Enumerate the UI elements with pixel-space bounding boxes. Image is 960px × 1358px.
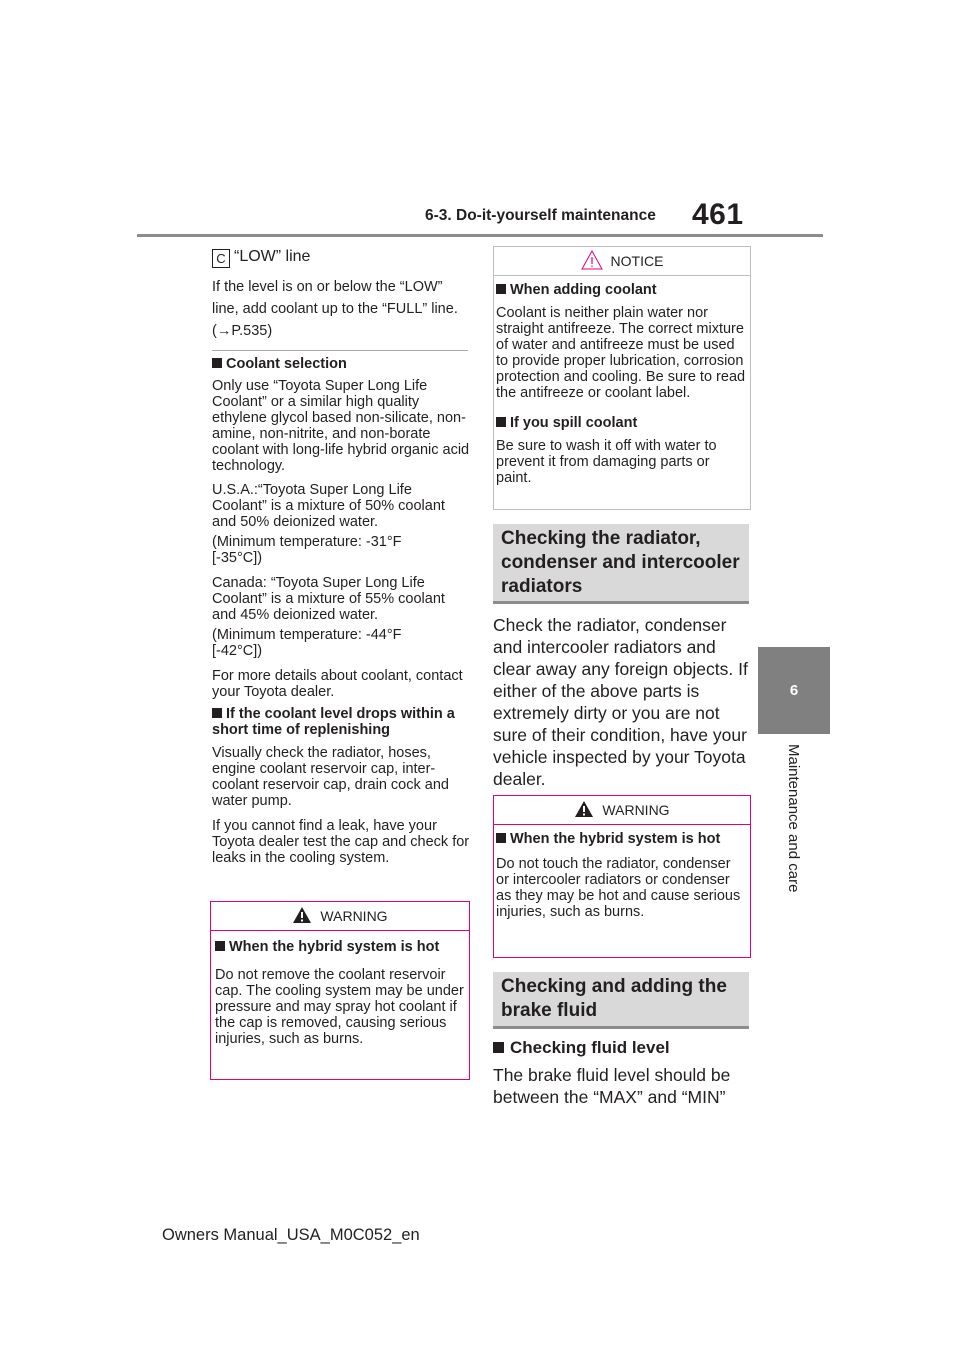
warning-header-2: WARNING <box>494 796 750 825</box>
chapter-tab: 6 <box>758 647 830 734</box>
square-bullet-icon <box>496 833 506 843</box>
brake-fluid-subheading: Checking fluid level <box>493 1038 670 1058</box>
header-divider <box>137 234 823 237</box>
notice-box: NOTICE When adding coolant Coolant is ne… <box>493 246 751 510</box>
notice-header: NOTICE <box>494 247 750 276</box>
section-heading-brake-fluid: Checking and adding the brake fluid <box>493 972 749 1029</box>
coolant-selection-heading: Coolant selection <box>212 356 470 372</box>
section-body-radiator: Check the radiator, condenser and interc… <box>493 615 748 789</box>
warning-icon <box>292 906 312 927</box>
square-bullet-icon <box>496 417 506 427</box>
coolant-para-6: For more details about coolant, contact … <box>212 668 463 700</box>
item-title: “LOW” line <box>234 248 311 265</box>
chapter-number: 6 <box>789 682 799 699</box>
warning-title: WARNING <box>320 908 388 924</box>
caution-outline-icon <box>580 249 603 273</box>
warning-heading: When the hybrid system is hot <box>215 939 465 955</box>
notice-heading-1: When adding coolant <box>496 282 746 298</box>
section-heading-radiator: Checking the radiator, condenser and int… <box>493 524 749 604</box>
notice-body-1: Coolant is neither plain water nor strai… <box>496 305 746 401</box>
coolant-para-1: Only use “Toyota Super Long Life Coolant… <box>212 378 470 474</box>
square-bullet-icon <box>212 708 222 718</box>
coolant-drops-para-2: If you cannot find a leak, have your Toy… <box>212 818 470 866</box>
section-title: 6-3. Do-it-yourself maintenance <box>425 207 656 224</box>
warning-body: Do not remove the coolant reservoir cap.… <box>215 967 464 1047</box>
warning-icon <box>574 800 594 821</box>
page-reference-link[interactable]: P.535) <box>231 323 273 339</box>
warning-body-2: Do not touch the radiator, condenser or … <box>496 856 741 920</box>
warning-title-2: WARNING <box>602 802 670 818</box>
warning-box: WARNING When the hybrid system is hot Do… <box>210 901 470 1080</box>
item-description: If the level is on or below the “LOW” li… <box>212 276 472 342</box>
warning-header: WARNING <box>211 902 469 931</box>
square-bullet-icon <box>215 941 225 951</box>
coolant-para-4: Canada: “Toyota Super Long Life Coolant”… <box>212 575 445 623</box>
chapter-label: Maintenance and care <box>785 744 802 893</box>
coolant-para-5: (Minimum temperature: -44°F [-42°C]) <box>212 627 402 659</box>
notice-title: NOTICE <box>610 253 664 269</box>
brake-fluid-body: The brake fluid level should be between … <box>493 1065 731 1107</box>
item-marker: C <box>212 249 230 268</box>
page-number: 461 <box>692 198 744 231</box>
notice-body-2: Be sure to wash it off with water to pre… <box>496 438 717 486</box>
coolant-para-3: (Minimum temperature: -31°F [-35°C]) <box>212 534 402 566</box>
square-bullet-icon <box>493 1042 504 1053</box>
coolant-drops-heading: If the coolant level drops within a shor… <box>212 706 455 738</box>
divider <box>212 350 468 351</box>
warning-heading-2: When the hybrid system is hot <box>496 831 746 847</box>
notice-heading-2: If you spill coolant <box>496 415 746 431</box>
item-desc-text: If the level is on or below the “LOW” li… <box>212 279 458 339</box>
square-bullet-icon <box>212 358 222 368</box>
warning-box-2: WARNING When the hybrid system is hot Do… <box>493 795 751 958</box>
square-bullet-icon <box>496 284 506 294</box>
coolant-drops-para-1: Visually check the radiator, hoses, engi… <box>212 745 449 809</box>
coolant-para-2: U.S.A.:“Toyota Super Long Life Coolant” … <box>212 482 445 530</box>
footer-text: Owners Manual_USA_M0C052_en <box>162 1226 420 1244</box>
ref-arrow-icon: → <box>216 323 232 339</box>
